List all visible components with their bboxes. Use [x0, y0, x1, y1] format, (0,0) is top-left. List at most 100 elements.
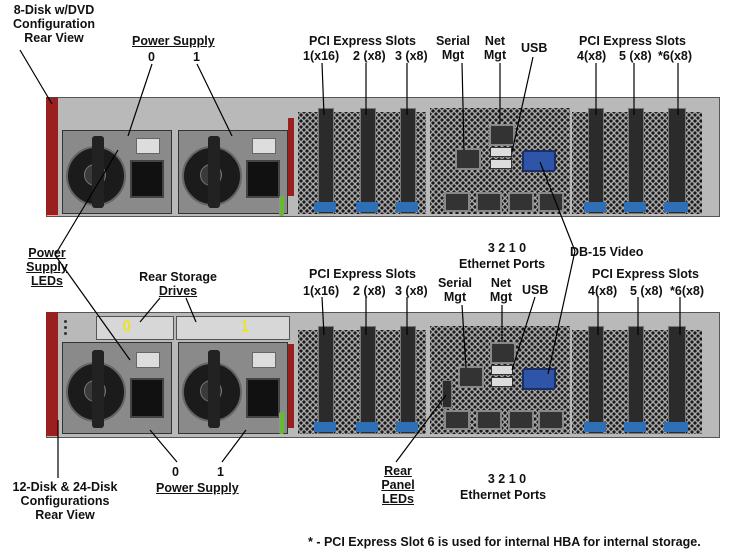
top-pci-slot-4: 4(x8): [577, 49, 607, 63]
top-left-ear: [46, 97, 58, 215]
top-psu-0-handle: [92, 136, 104, 208]
top-pci-slot-1-bracket: [318, 108, 334, 214]
bottom-net-2-port: [476, 410, 502, 430]
bottom-pci-slot-2-tab: [356, 422, 378, 432]
top-pci-right-title: PCI Express Slots: [579, 34, 686, 48]
footnote: * - PCI Express Slot 6 is used for inter…: [308, 535, 701, 549]
top-psu-1-ac-inlet: [246, 160, 280, 198]
bottom-pci-left-title: PCI Express Slots: [309, 267, 416, 281]
bottom-psu-0-ac-inlet: [130, 378, 164, 418]
top-usb-port-2: [490, 159, 512, 169]
bottom-power-supply-title: Power Supply: [156, 481, 239, 495]
bottom-psu-0-handle: [92, 350, 104, 428]
top-power-supply-title: Power Supply: [132, 34, 215, 48]
top-ps-number-1: 1: [193, 50, 200, 64]
db15-video-label: DB-15 Video: [570, 245, 644, 259]
bottom-serial-mgt-label: Serial Mgt: [437, 276, 473, 304]
bottom-ps-number-0: 0: [172, 465, 179, 479]
top-pci-slot-6-tab: [664, 202, 688, 212]
top-pci-slot-5-tab: [624, 202, 646, 212]
bottom-ethernet-numbers: 3 2 1 0: [487, 472, 527, 486]
top-ps-number-0: 0: [148, 50, 155, 64]
top-pci-slot-1: 1(x16): [303, 49, 340, 63]
drive-led-3: [64, 332, 67, 335]
bottom-view-title: 12-Disk & 24-Disk Configurations Rear Vi…: [12, 480, 118, 522]
bottom-pci-slot-6-tab: [664, 422, 688, 432]
bottom-usb-port-2: [491, 377, 513, 387]
top-pci-slot-2: 2 (x8): [353, 49, 386, 63]
top-pci-left-title: PCI Express Slots: [309, 34, 416, 48]
rear-drive-1-number: 1: [240, 318, 249, 335]
top-psu-0-ac-inlet: [130, 160, 164, 198]
rear-drive-0: [96, 316, 174, 340]
top-ethernet-ports-label: Ethernet Ports: [459, 257, 546, 271]
top-net-mgt-port: [489, 124, 515, 146]
top-pci-slot-3: 3 (x8): [395, 49, 428, 63]
bottom-pci-slot-4-tab: [584, 422, 606, 432]
top-db15-video-port: [522, 150, 556, 172]
bottom-net-0-port: [538, 410, 564, 430]
top-net-mgt-label: Net Mgt: [483, 34, 507, 62]
bottom-net-mgt-port: [490, 342, 516, 364]
drive-led-1: [64, 320, 67, 323]
top-serial-mgt-label: Serial Mgt: [435, 34, 471, 62]
bottom-pci-slot-3-tab: [396, 422, 418, 432]
top-right-ear: [288, 118, 294, 196]
top-psu-1-latch: [279, 196, 284, 216]
bottom-usb-label: USB: [522, 283, 549, 297]
rear-panel-leds-label: Rear Panel LEDs: [381, 464, 415, 506]
bottom-pci-slot-5-bracket: [628, 326, 644, 434]
top-psu-1-ps-tag: [252, 138, 276, 154]
top-serial-mgt-port: [455, 148, 481, 170]
top-psu-0-ps-tag: [136, 138, 160, 154]
bottom-psu-1-handle: [208, 350, 220, 428]
bottom-pci-slot-5-tab: [624, 422, 646, 432]
top-ethernet-numbers: 3 2 1 0: [487, 241, 527, 255]
top-pci-slot-3-tab: [396, 202, 418, 212]
bottom-pci-slot-1-tab: [314, 422, 336, 432]
top-usb-label: USB: [521, 41, 548, 55]
bottom-ps-number-1: 1: [217, 465, 224, 479]
bottom-pci-slot-4: 4(x8): [588, 284, 618, 298]
bottom-pci-slot-4-bracket: [588, 326, 604, 434]
drive-led-2: [64, 326, 67, 329]
top-pci-slot-5-bracket: [628, 108, 644, 214]
top-net-2-port: [476, 192, 502, 212]
bottom-psu-1-latch: [279, 412, 284, 434]
bottom-pci-slot-6: *6(x8): [670, 284, 705, 298]
bottom-pci-slot-1-bracket: [318, 326, 334, 434]
bottom-net-3-port: [444, 410, 470, 430]
bottom-pci-slot-6-bracket: [668, 326, 686, 434]
bottom-pci-slot-2: 2 (x8): [353, 284, 386, 298]
bottom-pci-slot-3: 3 (x8): [395, 284, 428, 298]
bottom-right-ear: [288, 344, 294, 428]
bottom-pci-slot-5: 5 (x8): [630, 284, 663, 298]
top-net-1-port: [508, 192, 534, 212]
bottom-serial-mgt-port: [458, 366, 484, 388]
rear-panel-leds-strip: [442, 380, 452, 408]
bottom-net-mgt-label: Net Mgt: [489, 276, 513, 304]
top-pci-slot-6-bracket: [668, 108, 686, 214]
bottom-pci-slot-1: 1(x16): [303, 284, 340, 298]
bottom-psu-0-ps-tag: [136, 352, 160, 368]
bottom-net-1-port: [508, 410, 534, 430]
top-pci-slot-5: 5 (x8): [619, 49, 652, 63]
rear-drive-0-number: 0: [122, 318, 131, 335]
bottom-pci-slot-3-bracket: [400, 326, 416, 434]
top-psu-1-handle: [208, 136, 220, 208]
top-usb-port-1: [490, 147, 512, 157]
bottom-pci-right-title: PCI Express Slots: [592, 267, 699, 281]
top-view-title: 8-Disk w/DVD Configuration Rear View: [13, 3, 95, 45]
top-pci-slot-6: *6(x8): [658, 49, 693, 63]
top-pci-slot-2-bracket: [360, 108, 376, 214]
bottom-psu-1-ac-inlet: [246, 378, 280, 418]
top-pci-slot-2-tab: [356, 202, 378, 212]
bottom-psu-1-ps-tag: [252, 352, 276, 368]
top-pci-slot-4-tab: [584, 202, 606, 212]
bottom-left-ear: [46, 312, 58, 436]
rear-storage-drives-label: Rear Storage Drives: [139, 270, 217, 298]
top-pci-slot-3-bracket: [400, 108, 416, 214]
bottom-ethernet-ports-label: Ethernet Ports: [460, 488, 547, 502]
bottom-pci-slot-2-bracket: [360, 326, 376, 434]
